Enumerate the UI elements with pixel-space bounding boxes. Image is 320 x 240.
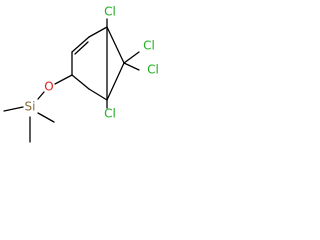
bond-si-methyl-left [3, 106, 24, 112]
bond-c7-cl-upper [123, 51, 140, 64]
bond-c4-c5 [71, 74, 90, 90]
bond-c2-c3-double [74, 41, 89, 55]
bond-c1-c7 [106, 26, 125, 64]
chlorine-label-bottom: Cl [104, 107, 116, 121]
chlorine-label-right-upper: Cl [143, 39, 155, 53]
oxygen-label: O [44, 80, 53, 94]
bond-c1-c2 [88, 26, 108, 38]
molecule-structure: Cl Cl Cl Cl O Si [3, 5, 159, 143]
bond-c2-c3 [71, 36, 90, 53]
bond-si-methyl-right [37, 112, 55, 123]
bond-o-si [37, 91, 45, 100]
bond-c6-c7 [106, 62, 125, 101]
chlorine-label-top: Cl [104, 5, 116, 19]
bond-c7-cl-lower [123, 62, 140, 71]
bond-c4-o [54, 74, 73, 85]
bond-c5-c6 [88, 88, 108, 101]
chlorine-label-right-lower: Cl [147, 63, 159, 77]
silicon-label: Si [25, 100, 36, 114]
